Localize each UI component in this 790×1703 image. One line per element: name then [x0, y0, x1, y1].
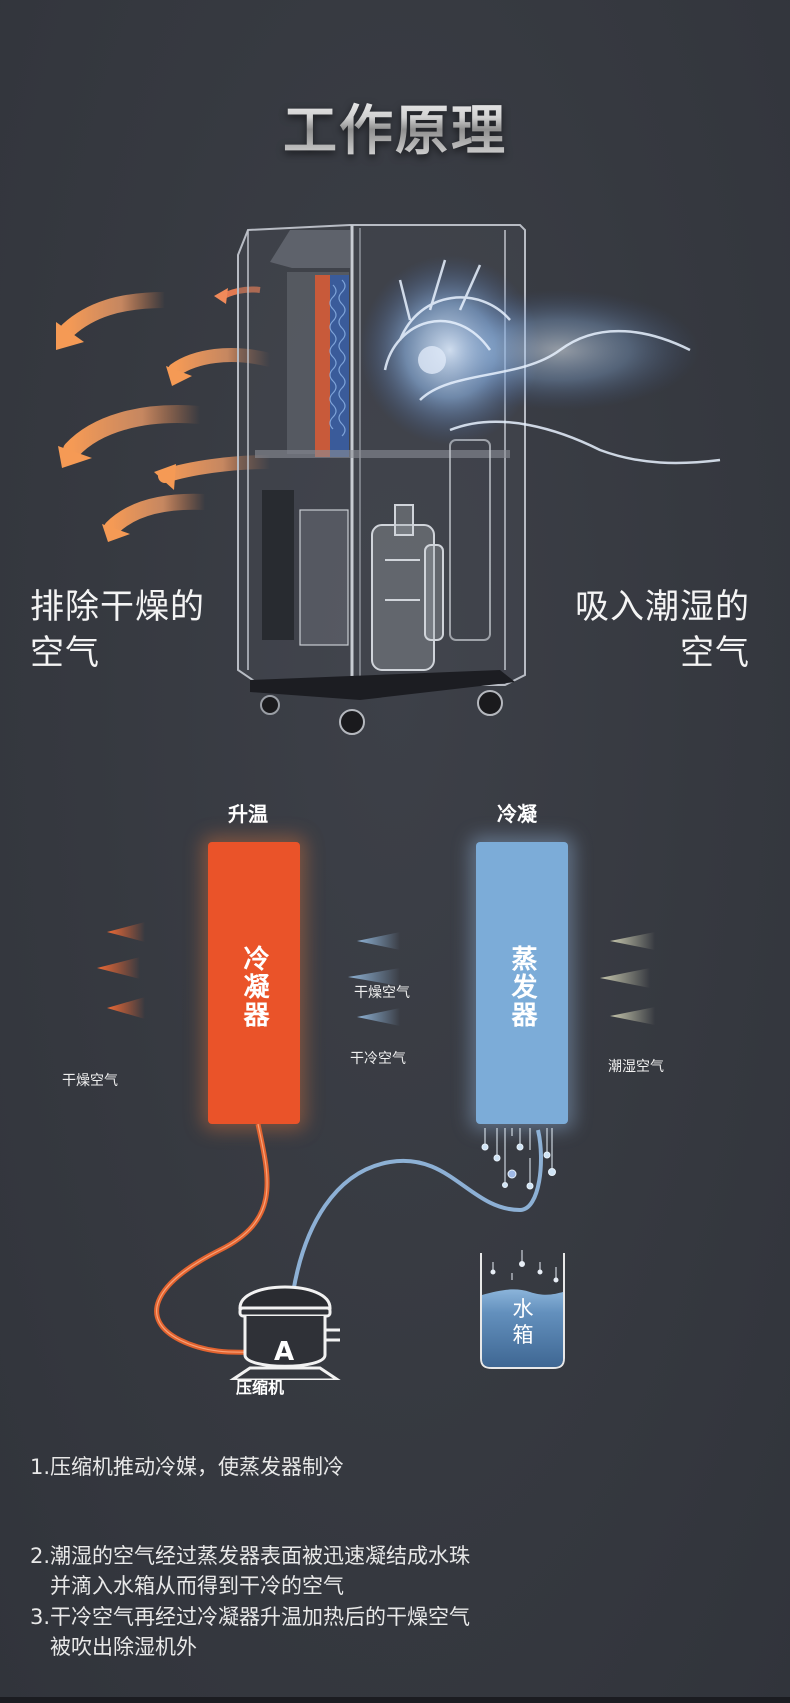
fan-airflow-swirl-icon [360, 255, 721, 465]
evaporator-label: 蒸发器 [507, 945, 537, 1029]
dry-air-out-label: 干燥空气 [62, 1073, 118, 1089]
cold-dry-air-label: 干冷空气 [350, 1051, 406, 1067]
step-1: 1.压缩机推动冷媒，使蒸发器制冷 [30, 1452, 344, 1482]
water-droplets-icon [481, 1128, 556, 1190]
step-text-continued: 被吹出除湿机外 [50, 1635, 197, 1659]
caption-line: 吸入潮湿的 [575, 587, 750, 627]
water-tank-icon [480, 1250, 565, 1369]
page-title: 工作原理 [0, 86, 790, 165]
condenser-label: 冷凝器 [239, 945, 269, 1029]
cold-air-arrows-icon [348, 932, 400, 1026]
step-3: 3.干冷空气再经过冷凝器升温加热后的干燥空气 被吹出除湿机外 [30, 1602, 470, 1662]
humid-air-arrows-icon [600, 932, 655, 1025]
dry-air-out-arrows-icon [56, 286, 277, 542]
dry-air-mid-label: 干燥空气 [354, 985, 410, 1001]
cooling-label: 冷凝 [497, 802, 537, 826]
intake-humid-air-caption: 吸入潮湿的 空气 [575, 584, 750, 676]
water-tank-label: 水箱 [512, 1297, 534, 1347]
caption-line: 空气 [30, 633, 100, 673]
step-2: 2.潮湿的空气经过蒸发器表面被迅速凝结成水珠 并滴入水箱从而得到干冷的空气 [30, 1541, 470, 1601]
evaporator-block: 蒸发器 [476, 842, 568, 1124]
humid-air-label: 潮湿空气 [608, 1059, 664, 1075]
step-text-continued: 并滴入水箱从而得到干冷的空气 [50, 1574, 344, 1598]
heating-label: 升温 [228, 802, 268, 826]
schematic-graphics: A [97, 922, 655, 1380]
compressor-label: 压缩机 [236, 1378, 285, 1397]
compressor-icon [229, 1285, 341, 1380]
exhaust-dry-air-caption: 排除干燥的 空气 [30, 584, 205, 676]
condenser-block: 冷凝器 [208, 842, 300, 1124]
caption-line: 空气 [680, 633, 750, 673]
step-text: 1.压缩机推动冷媒，使蒸发器制冷 [30, 1455, 345, 1479]
caption-line: 排除干燥的 [30, 587, 205, 627]
step-text: 3.干冷空气再经过冷凝器升温加热后的干燥空气 [30, 1605, 471, 1629]
step-text: 2.潮湿的空气经过蒸发器表面被迅速凝结成水珠 [30, 1544, 471, 1568]
bottom-divider [0, 1697, 790, 1703]
hero-illustration [56, 224, 721, 735]
dry-air-arrows-icon [97, 922, 145, 1019]
compressor-symbol: A [274, 1337, 294, 1367]
cold-refrigerant-pipe [288, 1129, 543, 1316]
